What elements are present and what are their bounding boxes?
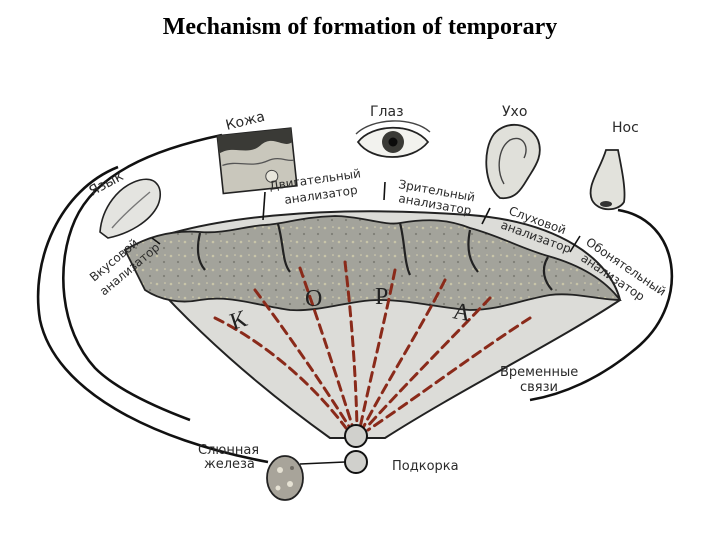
cortex-letter-o: О: [305, 286, 322, 312]
temporary-link: [364, 296, 492, 430]
sulcus: [276, 223, 291, 273]
temporary-link: [366, 316, 532, 432]
salivary-gland-label-line1: Слюнная: [198, 443, 259, 458]
olfactory-pointer: [569, 235, 581, 253]
sulcus: [398, 222, 412, 276]
tongue-groove: [111, 191, 151, 229]
skin-icon: [216, 127, 298, 195]
cortex-letter-r: Р: [375, 284, 388, 310]
temporary-link: [343, 260, 359, 430]
nose-icon: [589, 149, 626, 211]
sulcus: [467, 229, 479, 273]
tongue-wire: [36, 165, 269, 464]
eye-label: Глаз: [370, 104, 404, 120]
skin-label: Кожа: [224, 109, 266, 134]
salivary-gland-label-line2: железа: [204, 457, 255, 472]
temporary-link: [358, 268, 397, 430]
subcortex-label: Подкорка: [392, 459, 459, 474]
cortex-gray-band: [123, 215, 622, 312]
temporary-link: [213, 316, 348, 430]
nose-wire: [529, 208, 674, 402]
nose-label: Нос: [612, 120, 639, 136]
temporary-links: [213, 260, 532, 432]
ear-label: Ухо: [502, 104, 527, 120]
salivary-gland-icon: [266, 455, 304, 501]
page-title: Mechanism of formation of temporary: [162, 14, 558, 40]
cortex-letter-a: А: [451, 298, 473, 327]
temporary-link: [298, 266, 355, 430]
temporary-links-label-line2: связи: [520, 380, 558, 395]
temporary-link: [253, 288, 352, 430]
temporary-links-label-line1: Временные: [500, 365, 578, 380]
auditory-pointer: [481, 207, 491, 225]
sulcus: [196, 232, 206, 271]
ear-icon: [485, 124, 541, 200]
visual-pointer: [383, 181, 386, 201]
subcortex-node-lower: [344, 450, 368, 474]
motor-pointer: [262, 191, 266, 221]
gland-duct: [299, 461, 346, 465]
eye-icon: [355, 120, 431, 158]
sulcus: [542, 256, 553, 291]
temporary-link: [361, 278, 447, 430]
skin-wire: [62, 133, 223, 422]
subcortex-node-upper: [344, 424, 368, 448]
taste-pointer: [151, 237, 161, 245]
